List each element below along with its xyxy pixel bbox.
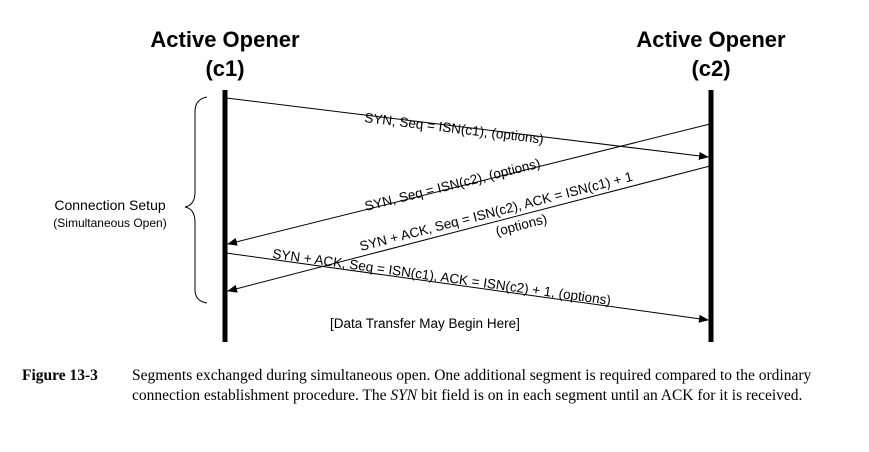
caption-part1: Segments exchanged during simultaneous o… (132, 367, 812, 404)
brace-sublabel: (Simultaneous Open) (53, 216, 166, 230)
caption-part2: bit field is on in each segment until an… (417, 387, 803, 404)
msg3-label: SYN + ACK, Seq = ISN(c2), ACK = ISN(c1) … (358, 169, 634, 254)
host-c2-title: Active Opener (636, 27, 786, 52)
caption-syn: SYN (390, 387, 418, 404)
host-c1-title: Active Opener (150, 27, 300, 52)
msg4-arrow (225, 252, 709, 323)
msg4-label: SYN + ACK, Seq = ISN(c1), ACK = ISN(c2) … (272, 246, 612, 308)
msg3-arrow (227, 165, 711, 293)
msg1-arrow (225, 97, 709, 160)
msg2-arrow (227, 123, 711, 246)
msg1-label: SYN, Seq = ISN(c1), (options) (364, 110, 545, 147)
figure-number: Figure 13-3 (22, 367, 98, 384)
figure-caption: Figure 13-3 Segments exchanged during si… (22, 366, 842, 406)
data-transfer-note: [Data Transfer May Begin Here] (330, 316, 520, 331)
host-c2-id: (c2) (691, 56, 730, 81)
brace-label: Connection Setup (54, 197, 166, 213)
caption-text: Segments exchanged during simultaneous o… (132, 366, 842, 406)
host-c1-id: (c1) (205, 56, 244, 81)
connection-setup-brace (184, 96, 208, 304)
